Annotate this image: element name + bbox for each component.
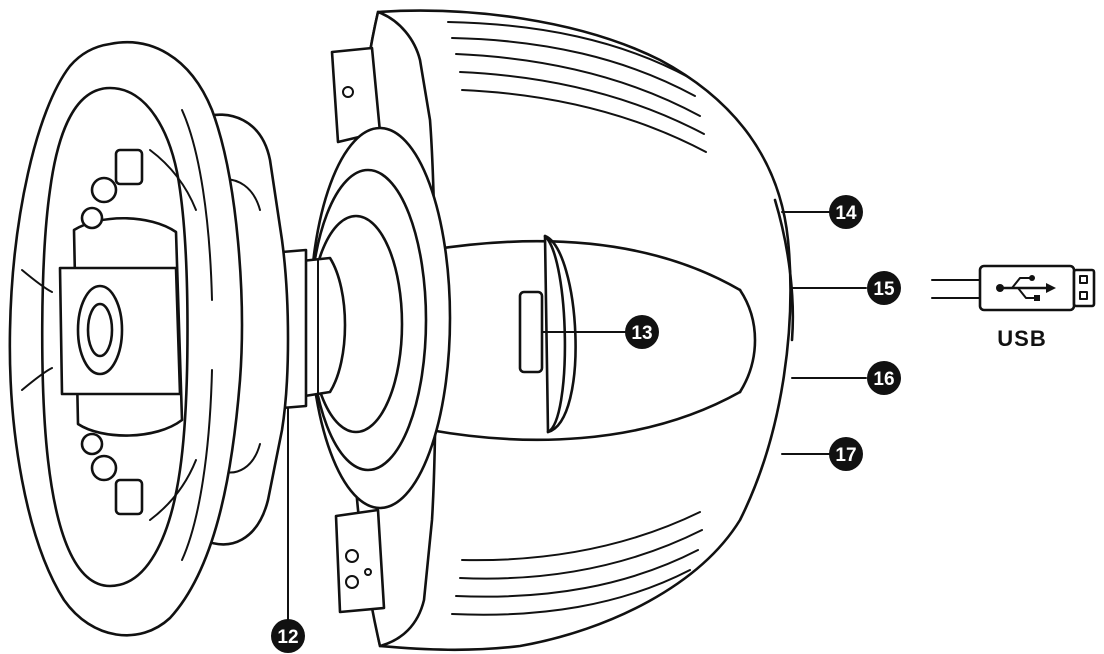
wheel-hub	[280, 126, 452, 510]
callout-14: 14	[829, 195, 863, 229]
svg-text:16: 16	[873, 369, 894, 390]
callout-15: 15	[867, 271, 901, 305]
callout-17: 17	[829, 437, 863, 471]
callout-12: 12	[271, 619, 305, 653]
steering-wheel	[8, 41, 290, 637]
svg-text:13: 13	[631, 323, 652, 344]
callout-13: 13	[625, 315, 659, 349]
usb-connector: USB	[931, 264, 1096, 351]
svg-text:17: 17	[835, 445, 856, 466]
callout-16: 16	[867, 361, 901, 395]
svg-text:14: 14	[835, 203, 857, 224]
svg-text:15: 15	[873, 279, 895, 300]
leader-lines	[287, 211, 867, 629]
svg-text:12: 12	[277, 627, 298, 648]
usb-label: USB	[997, 326, 1046, 351]
usb-trident-icon	[996, 275, 1056, 301]
